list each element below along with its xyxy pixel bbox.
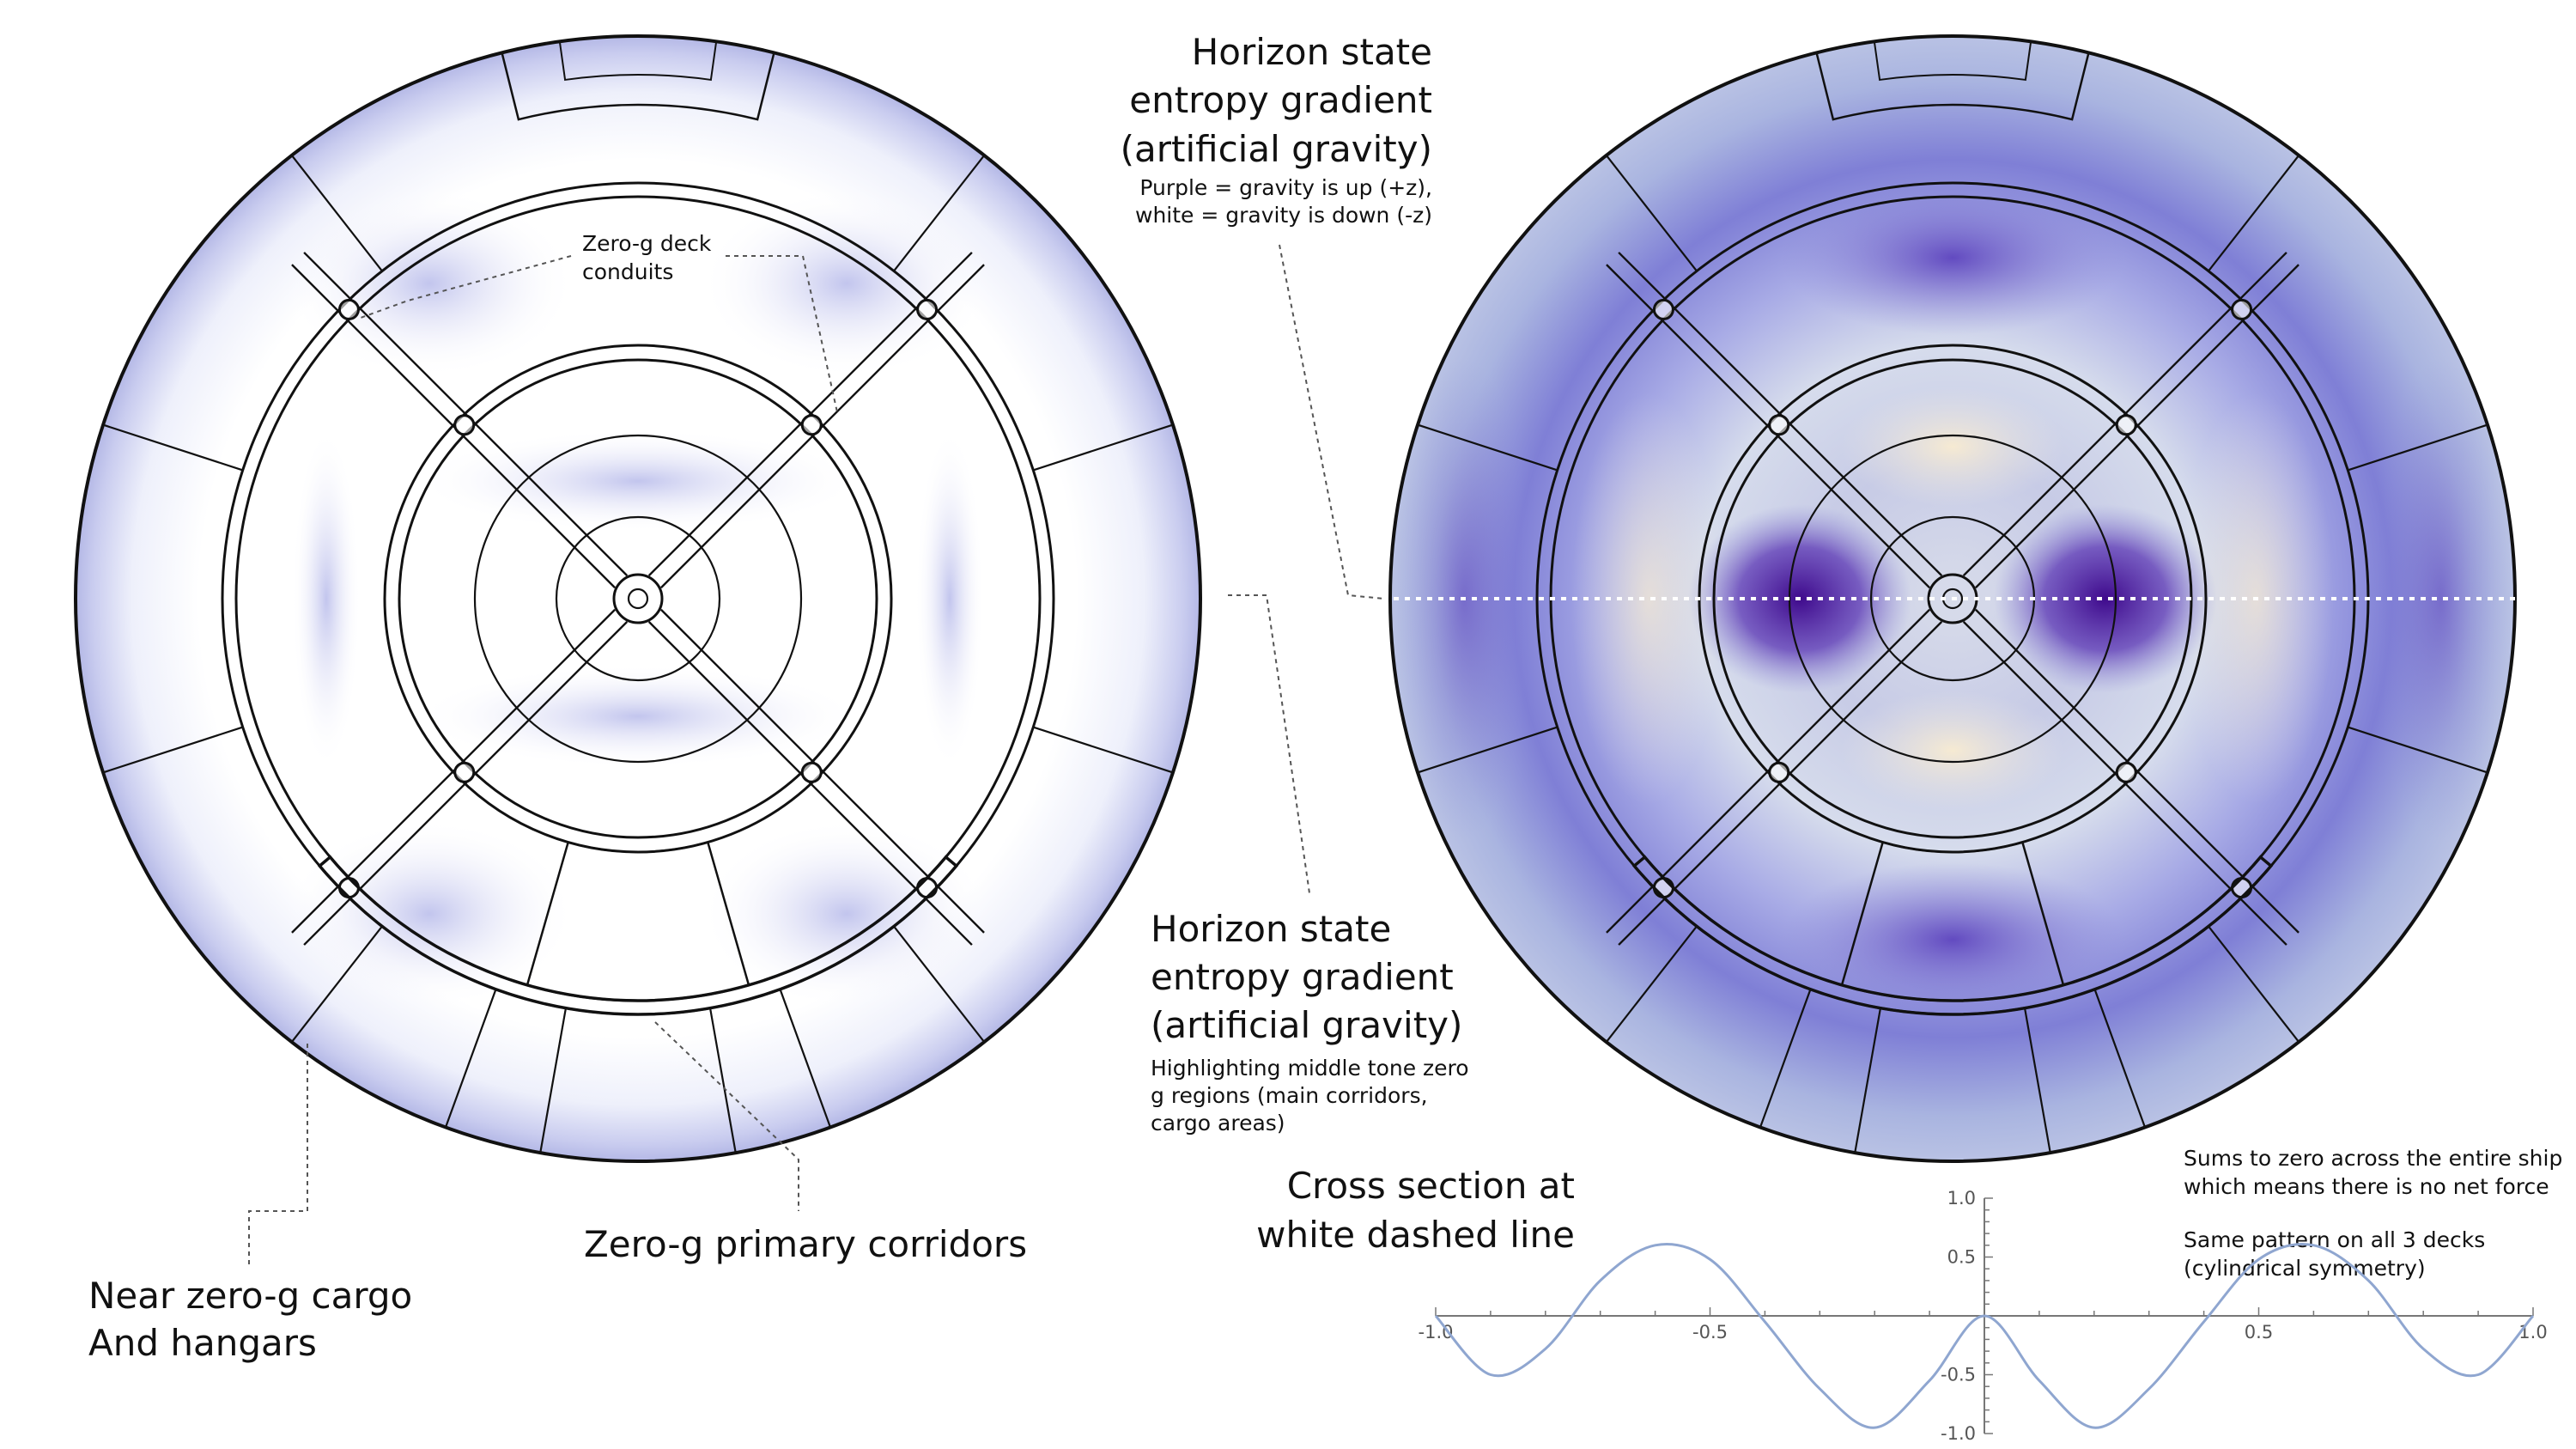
leader-conduits-right [726, 255, 838, 413]
right-note-2: white = gravity is down (-z) [1135, 203, 1432, 228]
compartment-wall [444, 989, 497, 1128]
mid-title-3: (artificial gravity) [1151, 1004, 1462, 1046]
compartment-wall [2093, 989, 2147, 1128]
junction-node [916, 877, 939, 899]
junction-node [2231, 877, 2253, 899]
compartment-wall [2023, 1008, 2051, 1154]
symmetry-note-2: (cylindrical symmetry) [2184, 1256, 2426, 1281]
left-deck-fill [76, 36, 1200, 1161]
mid-title-1: Horizon state [1151, 908, 1391, 950]
leader-mid-title [1228, 594, 1310, 894]
compartment-wall [290, 155, 383, 272]
junction-node [916, 298, 939, 320]
compartment-wall [539, 1008, 568, 1154]
sum-note-2: which means there is no net force [2184, 1174, 2549, 1199]
y-tick-label: 1.0 [1947, 1188, 1976, 1209]
mid-note-2: g regions (main corridors, [1151, 1083, 1428, 1108]
right-title-3: (artificial gravity) [1121, 128, 1432, 170]
left-midtone-regions [283, 189, 993, 1008]
leader-right-title [1279, 244, 1385, 600]
mid-note-3: cargo areas) [1151, 1111, 1285, 1135]
gradient-curve [1434, 1243, 2535, 1429]
cross-title-1: Cross section at [1287, 1165, 1575, 1207]
left-deck-map [74, 34, 1202, 1163]
hub-outer [612, 573, 664, 624]
junction-node [1768, 761, 1790, 783]
compartment-wall [1854, 1008, 1882, 1154]
lower-ring-corridor [317, 855, 959, 1016]
cross-title-2: white dashed line [1256, 1214, 1575, 1256]
mid-title-2: entropy gradient [1151, 956, 1454, 998]
junction-node [800, 414, 823, 436]
junction-node [2231, 298, 2253, 320]
junction-node [453, 761, 476, 783]
left-deck-structure [74, 34, 1202, 1163]
compartment-wall [1032, 726, 1174, 774]
junction-node [2115, 761, 2137, 783]
mid-note-1: Highlighting middle tone zero [1151, 1056, 1469, 1081]
leader-cargo [248, 1044, 308, 1267]
top-docking-bay-inner [1873, 35, 2032, 82]
conduits-label-1: Zero-g deck [582, 231, 712, 256]
x-tick-label: 0.5 [2245, 1322, 2273, 1342]
cargo-label-2: And hangars [88, 1322, 317, 1364]
core-ring [555, 515, 721, 682]
sum-note-1: Sums to zero across the entire ship [2184, 1146, 2562, 1171]
right-note-1: Purple = gravity is up (+z), [1139, 175, 1432, 200]
compartment-wall [708, 1008, 737, 1154]
junction-node [453, 414, 476, 436]
hub-inner [627, 588, 649, 610]
compartment-wall [102, 726, 244, 774]
compartment-wall [1032, 423, 1174, 472]
junction-node [1768, 414, 1790, 436]
compartment-wall [893, 925, 986, 1043]
top-docking-bay-inner [558, 35, 718, 82]
compartment-wall [1417, 726, 1558, 774]
compartment-wall [2208, 925, 2300, 1043]
compartment-wall [1417, 423, 1558, 472]
cargo-label-1: Near zero-g cargo [88, 1275, 412, 1317]
compartment-wall [1605, 155, 1698, 272]
junction-node [800, 761, 823, 783]
right-title-2: entropy gradient [1129, 79, 1432, 121]
compartment-wall [2347, 423, 2488, 472]
junction-node [2115, 414, 2137, 436]
conduits-label-2: conduits [582, 259, 673, 284]
right-title-1: Horizon state [1192, 31, 1432, 73]
junction-node [337, 298, 360, 320]
leader-corridors [654, 1021, 799, 1211]
compartment-wall [779, 989, 832, 1128]
lower-ring-corridor [1631, 855, 2274, 1016]
x-tick-label: 1.0 [2518, 1322, 2547, 1342]
y-tick-label: -1.0 [1941, 1423, 1976, 1444]
inner-ring [473, 434, 803, 764]
compartment-wall [1759, 989, 1812, 1128]
compartment-wall [893, 155, 986, 272]
x-tick-label: -0.5 [1692, 1322, 1728, 1342]
compartment-wall [1605, 925, 1698, 1043]
compartment-wall [290, 925, 383, 1043]
mid-corridor-inner [398, 358, 878, 839]
junction-node [337, 877, 360, 899]
compartment-wall [2347, 726, 2488, 774]
compartment-wall [102, 423, 244, 472]
y-tick-label: -0.5 [1941, 1365, 1976, 1385]
corridors-label: Zero-g primary corridors [584, 1223, 1027, 1265]
junction-node [1652, 298, 1674, 320]
leader-lines [248, 244, 1385, 1267]
symmetry-note-1: Same pattern on all 3 decks [2184, 1227, 2485, 1252]
y-tick-label: 0.5 [1947, 1247, 1976, 1268]
compartment-wall [2208, 155, 2300, 272]
junction-node [1652, 877, 1674, 899]
